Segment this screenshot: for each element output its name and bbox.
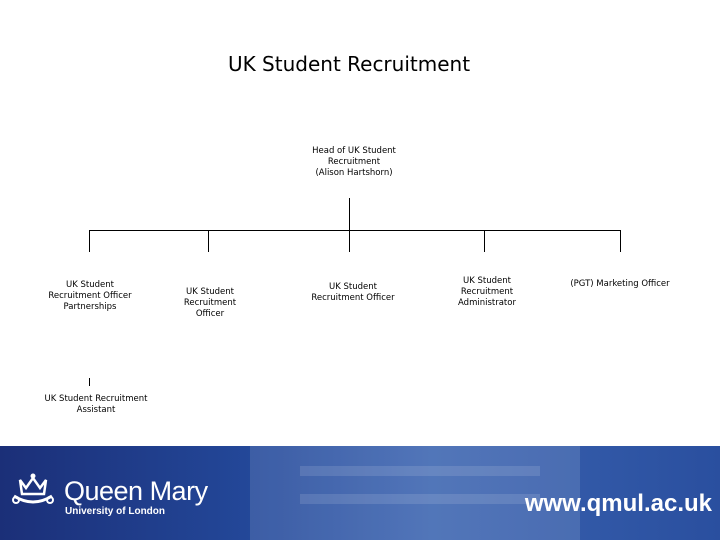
logo-name: Queen Mary bbox=[64, 476, 208, 506]
horizontal-bus bbox=[89, 230, 621, 231]
role-4-line-3: Administrator bbox=[458, 298, 516, 308]
role-3-line-2: Recruitment Officer bbox=[311, 293, 395, 303]
role-node-recruitment-officer-2: UK Student Recruitment Officer bbox=[298, 282, 408, 304]
assistant-node: UK Student Recruitment Assistant bbox=[40, 394, 152, 416]
drop-line-2 bbox=[208, 230, 209, 252]
role-2-line-1: UK Student Recruitment bbox=[183, 287, 237, 308]
head-line-2: Recruitment bbox=[327, 157, 381, 167]
website-url[interactable]: www.qmul.ac.uk bbox=[524, 490, 712, 517]
role-node-recruitment-officer: UK Student Recruitment Officer bbox=[160, 287, 260, 320]
role-1-line-1: UK Student bbox=[66, 280, 114, 290]
role-5-line-1: (PGT) Marketing Officer bbox=[570, 279, 670, 289]
chart-title: UK Student Recruitment bbox=[227, 52, 471, 76]
drop-line-3 bbox=[349, 230, 350, 252]
head-connector bbox=[349, 198, 350, 230]
logo-subtitle: University of London bbox=[65, 506, 165, 517]
building-backdrop bbox=[250, 446, 580, 540]
assistant-line-2: Assistant bbox=[76, 405, 116, 415]
role-1-line-2: Recruitment Officer bbox=[48, 291, 132, 301]
assistant-line-1: UK Student Recruitment bbox=[44, 394, 148, 404]
role-4-line-2: Recruitment bbox=[460, 287, 514, 297]
footer-banner: Queen Mary University of London www.qmul… bbox=[0, 446, 720, 540]
role-2-line-2: Officer bbox=[195, 309, 225, 319]
assistant-connector bbox=[89, 378, 90, 386]
crown-crest-icon bbox=[12, 473, 54, 504]
head-line-1: Head of UK Student bbox=[312, 146, 396, 156]
building-window-band-2 bbox=[300, 494, 540, 504]
role-node-administrator: UK Student Recruitment Administrator bbox=[437, 276, 537, 309]
role-1-line-3: Partnerships bbox=[63, 302, 117, 312]
role-node-marketing-officer: (PGT) Marketing Officer bbox=[565, 279, 675, 290]
drop-line-1 bbox=[89, 230, 90, 252]
role-4-line-1: UK Student bbox=[463, 276, 511, 286]
role-3-line-1: UK Student bbox=[329, 282, 377, 292]
building-window-band bbox=[300, 466, 540, 476]
head-line-3: (Alison Hartshorn) bbox=[315, 168, 393, 178]
drop-line-4 bbox=[484, 230, 485, 252]
head-of-recruitment-node: Head of UK Student Recruitment (Alison H… bbox=[296, 146, 412, 179]
role-node-partnerships: UK Student Recruitment Officer Partnersh… bbox=[40, 280, 140, 313]
drop-line-5 bbox=[620, 230, 621, 252]
